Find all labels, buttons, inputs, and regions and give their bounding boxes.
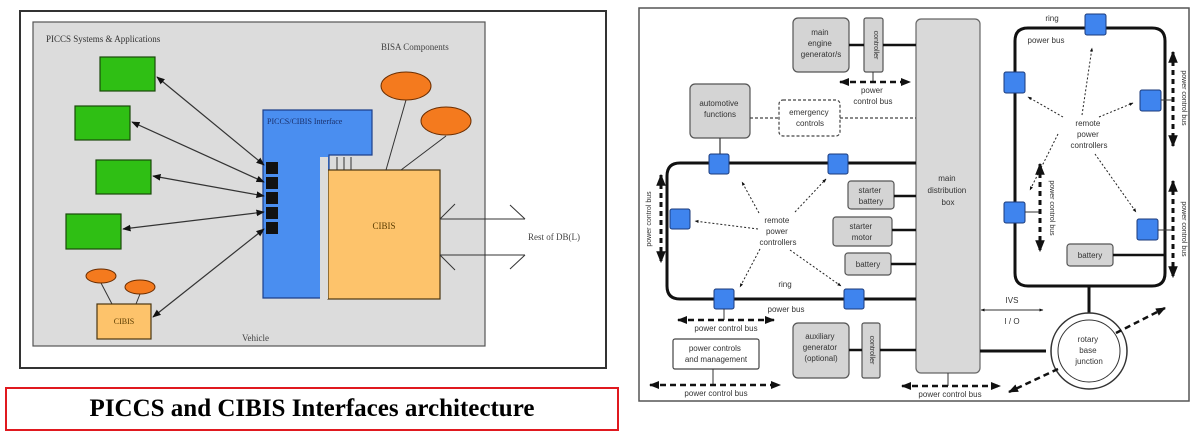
right-ring-label: ring (1045, 14, 1058, 23)
rpc-right-left-2 (1003, 201, 1026, 224)
interface-port-2 (266, 177, 278, 189)
interface-gap (320, 157, 328, 299)
controller-top-label: controller (872, 31, 879, 60)
rpc-left-side (669, 208, 691, 230)
right-rpc-label: remote power controllers (1071, 119, 1108, 150)
cibis-main-label: CIBIS (372, 221, 395, 231)
rpc-left-top-2 (827, 153, 849, 175)
link-app3 (152, 174, 265, 198)
cibis-vehicle-label: CIBIS (114, 317, 134, 326)
link-cibis-vehicle (152, 228, 265, 318)
left-power-bus-label: power bus (768, 305, 805, 314)
rpc-right-right-1 (1139, 89, 1162, 112)
main-engine-label: main engine generator/s (801, 28, 841, 59)
power-control-bus-right-inner-label: power control bus (1048, 180, 1055, 236)
cibis-main-box (327, 169, 441, 300)
rpc-left-top-1 (708, 153, 730, 175)
link-app2 (131, 121, 265, 183)
rotary-base-junction-inner (1057, 319, 1121, 383)
left-rpc-label: remote power controllers (760, 216, 797, 247)
emergency-label: emergency controls (789, 108, 831, 128)
power-control-bus-bottom-label: power control bus (684, 389, 747, 398)
rpc-right-right-2 (1136, 218, 1159, 241)
interface-port-5 (266, 222, 278, 234)
rotary-bus-in (1008, 367, 1059, 394)
power-control-bus-left-label: power control bus (646, 191, 653, 247)
link-app4 (122, 209, 265, 232)
left-ring-label: ring (778, 280, 791, 289)
power-control-bus-bottom-left-label: power control bus (694, 324, 757, 333)
power-controls-label: power controls and management (685, 344, 748, 364)
power-control-bus-top-label: power control bus (853, 86, 892, 106)
rpc-left-bottom-1 (713, 288, 735, 310)
right-power-bus-label: power bus (1028, 36, 1065, 45)
starter-battery-label: starter battery (859, 186, 884, 206)
piccs-app-box-1 (99, 56, 156, 92)
piccs-app-box-3 (95, 159, 152, 195)
vehicle-label: Vehicle (242, 333, 269, 343)
caption-box: PICCS and CIBIS Interfaces architecture (5, 387, 619, 431)
power-controls-management-box (672, 338, 760, 370)
piccs-app-box-2 (74, 105, 131, 141)
piccs-app-box-4 (65, 213, 122, 250)
emergency-controls-box (778, 99, 841, 137)
battery-right-label: battery (1078, 251, 1102, 260)
automotive-label: automotive functions (699, 99, 740, 119)
right-ring-power-bus (1013, 26, 1167, 288)
bisa-component-2 (420, 106, 472, 136)
power-control-bus-right-2-label: power control bus (1180, 201, 1187, 257)
distribution-label: main distribution box (928, 174, 969, 207)
rotary-bus-out (1115, 306, 1166, 335)
rpc-right-left-1 (1003, 71, 1026, 94)
interface-port-3 (266, 192, 278, 204)
rest-of-db-arrows (439, 203, 526, 271)
diagram-caption: PICCS and CIBIS Interfaces architecture (89, 395, 535, 422)
battery-left-label: battery (856, 260, 880, 269)
controller-bottom-label: controller (868, 336, 875, 365)
left-ring-power-bus (665, 161, 916, 301)
rpc-left-bottom-2 (843, 288, 865, 310)
ivs-label: IVS (1006, 296, 1019, 305)
power-control-bus-right-1-label: power control bus (1180, 70, 1187, 126)
systems-apps-label: PICCS Systems & Applications (46, 34, 161, 44)
io-label: I / O (1004, 317, 1019, 326)
power-control-bus-dist-label: power control bus (918, 390, 981, 399)
vehicle-bisa-1 (85, 268, 117, 284)
vehicle-bisa-2 (124, 279, 156, 295)
rest-of-db-label: Rest of DB(L) (528, 232, 580, 242)
bisa-label: BISA Components (381, 42, 449, 52)
rotary-label: rotary base junction (1074, 335, 1103, 366)
interface-port-1 (266, 162, 278, 174)
starter-motor-box (832, 216, 893, 247)
bisa-component-1 (380, 71, 432, 101)
rpc-right-top (1084, 13, 1107, 36)
left-diagram: PICCS Systems & Applications BISA Compon… (19, 10, 607, 369)
main-distribution-box (915, 18, 981, 374)
starter-motor-label: starter motor (850, 222, 875, 242)
interface-label: PICCS/CIBIS Interface (267, 117, 343, 126)
cibis-vehicle-box (96, 303, 152, 340)
interface-port-4 (266, 207, 278, 219)
right-diagram: main distribution box main engine genera… (638, 7, 1190, 402)
auxiliary-label: auxiliary generator (optional) (803, 332, 839, 363)
